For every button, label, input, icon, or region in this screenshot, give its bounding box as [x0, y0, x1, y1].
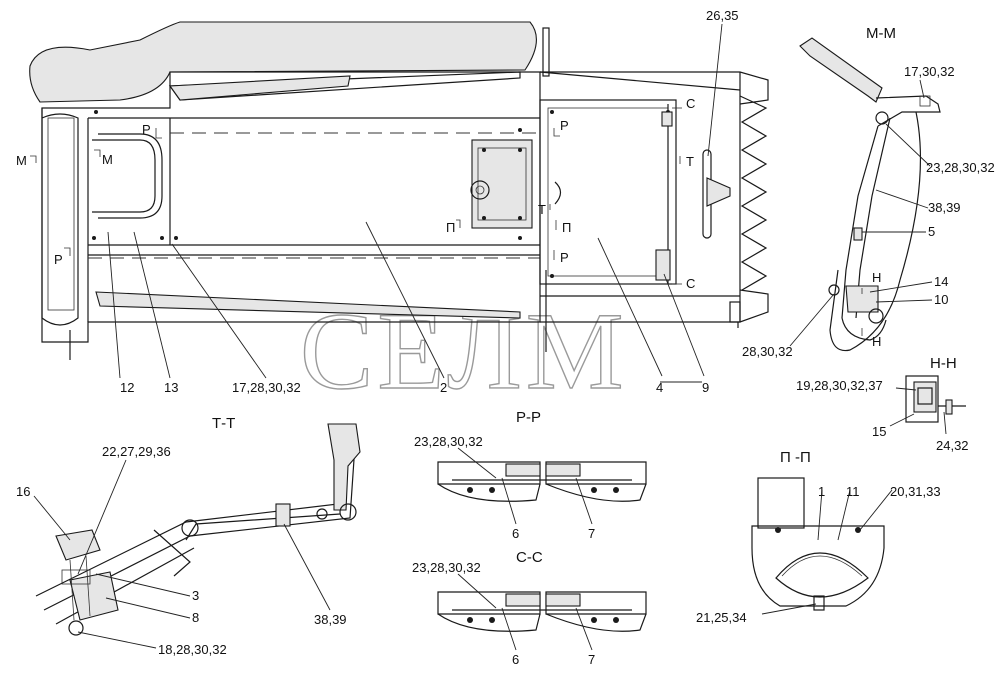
- marker-c-bottom: С: [686, 276, 695, 291]
- callout-20-31-33: 20,31,33: [890, 484, 941, 499]
- callout-23-28-30-32-cc: 23,28,30,32: [412, 560, 481, 575]
- callouts-t-t: 22,27,29,36 16 3 8 18,28,30,32 38,39: [16, 444, 347, 657]
- callout-21-25-34: 21,25,34: [696, 610, 747, 625]
- view-h-h: Н-Н 19,28,30,32,37 15 24,32: [796, 355, 969, 453]
- main-plan-view: [29, 21, 769, 360]
- callouts-m-m: 17,30,32 23,28,30,32 38,39 5 14 10 28,30…: [742, 64, 995, 359]
- marker-m-right: М: [102, 152, 113, 167]
- callout-23-28-30-32-mm: 23,28,30,32: [926, 160, 995, 175]
- view-c-c: С-С 23,28,30,32 6 7: [412, 549, 647, 667]
- callout-7-cc: 7: [588, 652, 595, 667]
- view-pi-pi: П -П 1 11 20,31,33 21,25,34: [696, 449, 941, 625]
- callout-5: 5: [928, 224, 935, 239]
- marker-c-top: С: [686, 96, 695, 111]
- view-title-c-c: С-С: [516, 549, 543, 566]
- callout-6-cc: 6: [512, 652, 519, 667]
- view-p-p: Р-Р 23,28,30,32 6 7: [414, 409, 647, 541]
- callout-8: 8: [192, 610, 199, 625]
- callout-4: 4: [656, 380, 663, 395]
- callout-7-pp: 7: [588, 526, 595, 541]
- marker-p-top: Р: [142, 122, 151, 137]
- callout-10: 10: [934, 292, 948, 307]
- view-title-h-h: Н-Н: [930, 355, 957, 372]
- callouts-main: 26,35 12 13 17,28,30,32 2 4 9: [107, 8, 739, 395]
- marker-p-left: Р: [54, 252, 63, 267]
- callout-14: 14: [934, 274, 948, 289]
- callout-12: 12: [120, 380, 134, 395]
- callout-6-pp: 6: [512, 526, 519, 541]
- marker-pi-right: П: [562, 220, 571, 235]
- callout-2: 2: [440, 380, 447, 395]
- view-title-t-t: Т-Т: [212, 415, 235, 432]
- view-title-m-m: М-М: [866, 25, 896, 42]
- marker-p-door-bottom: Р: [560, 250, 569, 265]
- view-m-m: М-М: [799, 25, 941, 352]
- callout-24-32: 24,32: [936, 438, 969, 453]
- marker-h-top: Н: [872, 270, 881, 285]
- callout-19-28-30-32-37: 19,28,30,32,37: [796, 378, 883, 393]
- marker-p-door-top: Р: [560, 118, 569, 133]
- callout-16: 16: [16, 484, 30, 499]
- callout-17-28-30-32: 17,28,30,32: [232, 380, 301, 395]
- callout-11: 11: [846, 484, 860, 499]
- callout-18-28-30-32: 18,28,30,32: [158, 642, 227, 657]
- callout-1: 1: [818, 484, 825, 499]
- marker-pi-left: П: [446, 220, 455, 235]
- view-title-pi-pi: П -П: [780, 449, 811, 466]
- marker-t-left: Т: [538, 202, 546, 217]
- callout-26-35: 26,35: [706, 8, 739, 23]
- marker-t-right: Т: [686, 154, 694, 169]
- callout-22-27-29-36: 22,27,29,36: [102, 444, 171, 459]
- marker-m-left: М: [16, 153, 27, 168]
- callout-13: 13: [164, 380, 178, 395]
- callout-3: 3: [192, 588, 199, 603]
- section-markers-main: М М Р Р Р Р П П Т Т С С: [16, 96, 695, 291]
- callout-15: 15: [872, 424, 886, 439]
- marker-h-bottom: Н: [872, 334, 881, 349]
- callout-9: 9: [702, 380, 709, 395]
- callout-38-39-mm: 38,39: [928, 200, 961, 215]
- callout-23-28-30-32-pp: 23,28,30,32: [414, 434, 483, 449]
- view-t-t: Т-Т: [35, 415, 361, 636]
- callout-38-39-tt: 38,39: [314, 612, 347, 627]
- view-title-p-p: Р-Р: [516, 409, 541, 426]
- callout-28-30-32: 28,30,32: [742, 344, 793, 359]
- callout-17-30-32: 17,30,32: [904, 64, 955, 79]
